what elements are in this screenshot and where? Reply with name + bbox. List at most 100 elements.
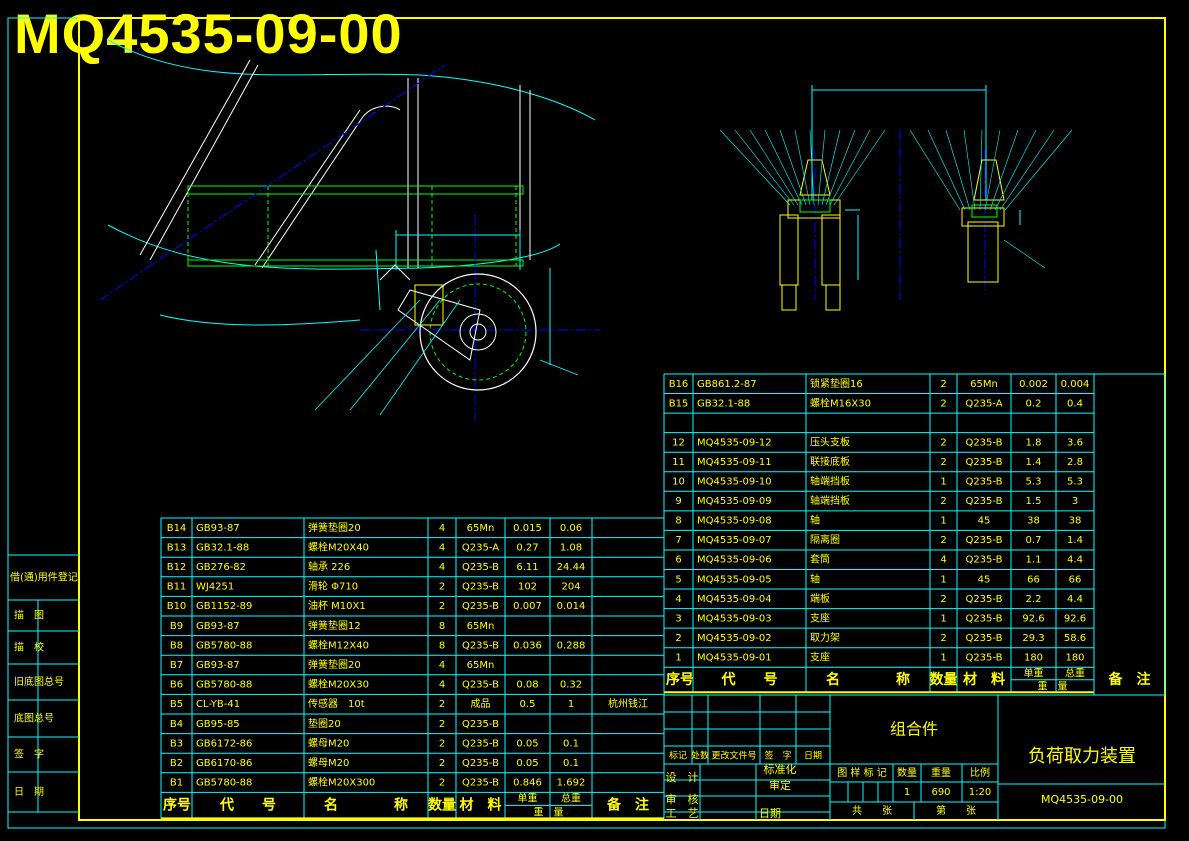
right-bom-cell-mat: Q235-B: [965, 535, 1002, 546]
left-bom-header-unit: 单重: [518, 791, 538, 804]
left-bom-cell-qty: 2: [439, 719, 445, 730]
right-bom-cell-code: MQ4535-09-07: [697, 535, 772, 546]
leader-line: [809, 129, 815, 206]
left-bom-cell-name: 弹簧垫圈20: [308, 521, 361, 534]
left-bom-header-code: 代 号: [219, 796, 276, 813]
side-panel-label-4: 底图总号: [14, 712, 54, 725]
left-bom-cell-name: 传感器 10t: [308, 697, 365, 710]
centerline: [99, 64, 446, 301]
side-panel-label-3: 旧底图总号: [14, 675, 64, 688]
left-bom-cell-no: B4: [170, 719, 183, 730]
right-bom-cell-qty: 2: [940, 535, 946, 546]
left-bom-cell-code: GB5780-88: [196, 680, 252, 691]
left-bom-cell-code: GB32.1-88: [196, 542, 249, 553]
leader-line: [963, 129, 976, 211]
right-bom-cell-total: 38: [1069, 516, 1082, 527]
right-bom-cell-no: 4: [675, 594, 681, 605]
left-bom-cell-no: B6: [170, 680, 183, 691]
left-bom-cell-unit: 0.007: [513, 601, 542, 612]
section-pulley-left: [779, 214, 799, 286]
leader-line: [539, 359, 579, 376]
leader-line: [817, 129, 826, 206]
title-block-process: 工 艺: [666, 807, 699, 820]
title-block-drawing-no: MQ4535-09-00: [1041, 793, 1123, 806]
left-bom-cell-mat: 65Mn: [467, 660, 495, 671]
section2-bearing: [971, 204, 998, 218]
left-bom-cell-total: 24.44: [557, 562, 586, 573]
leader-line: [379, 299, 461, 416]
frame-contour-lower: [159, 314, 361, 326]
right-bom-cell-no: 3: [675, 613, 681, 624]
left-bom-cell-no: B14: [167, 523, 187, 534]
right-bom-cell-total: 4.4: [1067, 555, 1083, 566]
right-bom-cell-no: 10: [672, 477, 685, 488]
right-bom-cell-qty: 2: [940, 633, 946, 644]
right-bom-cell-qty: 2: [940, 594, 946, 605]
right-bom-cell-unit: 38: [1027, 516, 1040, 527]
left-bom-cell-qty: 4: [439, 523, 445, 534]
right-bom-cell-qty: 2: [940, 437, 946, 448]
left-bom-cell-total: 1: [568, 699, 574, 710]
leader-line: [1004, 129, 1073, 211]
right-bom-cell-total: 4.4: [1067, 594, 1083, 605]
right-bom-cell-total: 0.4: [1067, 398, 1083, 409]
side-panel-label-2: 描 校: [14, 641, 44, 654]
left-bom-cell-no: B8: [170, 640, 183, 651]
right-bom-header-unit: 单重: [1024, 666, 1044, 679]
right-bom-cell-code: MQ4535-09-01: [697, 652, 772, 663]
right-bom-cell-no: 6: [675, 555, 681, 566]
pulley-outer: [419, 273, 537, 391]
left-bom-cell-mat: Q235-B: [462, 778, 499, 789]
right-bom-cell-total: 0.004: [1061, 379, 1090, 390]
left-bom-cell-total: 204: [561, 582, 580, 593]
left-bom-cell-qty: 8: [439, 640, 445, 651]
left-bom-cell-total: 0.32: [560, 680, 582, 691]
left-bom-cell-no: B5: [170, 699, 183, 710]
right-bom-cell-total: 5.3: [1067, 477, 1083, 488]
title-block-date: 日期: [759, 807, 781, 820]
right-bom-cell-code: MQ4535-09-05: [697, 574, 772, 585]
right-bom-header-weight: 重 量: [1038, 679, 1068, 692]
title-block-qty-label: 数量: [897, 766, 917, 779]
leader-line: [779, 129, 807, 206]
left-bom-cell-unit: 0.036: [513, 640, 542, 651]
sensor-block: [414, 284, 444, 326]
left-bom-cell-unit: 0.27: [516, 542, 538, 553]
left-bom-cell-name: 垫圈20: [308, 717, 341, 730]
section-bearing: [799, 199, 831, 213]
right-bom-cell-qty: 2: [940, 379, 946, 390]
right-bom-cell-total: 2.8: [1067, 457, 1083, 468]
right-bom-cell-no: 8: [675, 516, 681, 527]
right-bom-header-mat: 材 料: [963, 671, 1005, 688]
left-bom-cell-mat: Q235-B: [462, 719, 499, 730]
right-bom-cell-mat: Q235-B: [965, 496, 1002, 507]
right-bom-cell-qty: 1: [940, 574, 946, 585]
right-bom-cell-unit: 92.6: [1022, 613, 1044, 624]
right-bom-cell-unit: 2.2: [1026, 594, 1042, 605]
left-bom-cell-unit: 0.05: [516, 738, 538, 749]
right-bom-header-code: 代 号: [721, 671, 778, 688]
leader-line: [979, 129, 983, 211]
left-bom-cell-code: GB93-87: [196, 523, 240, 534]
right-bom-cell-mat: 45: [978, 574, 991, 585]
left-bom-cell-qty: 2: [439, 778, 445, 789]
right-bom-cell-unit: 1.8: [1026, 437, 1042, 448]
left-bom-cell-unit: 0.5: [520, 699, 536, 710]
right-bom-cell-code: GB861.2-87: [697, 379, 757, 390]
right-bom-cell-name: 螺栓M16X30: [810, 396, 871, 409]
left-bom-header-remark: 备 注: [606, 796, 649, 813]
pulley-bore: [469, 323, 487, 341]
section2-hub: [961, 207, 1005, 227]
left-bom-cell-qty: 2: [439, 738, 445, 749]
title-block-rev-label: 签 字: [764, 750, 791, 762]
frame-contour-top: [107, 39, 596, 121]
title-block-rev-label: 日期: [804, 751, 822, 762]
left-bom-cell-code: GB1152-89: [196, 601, 252, 612]
left-bom-cell-mat: Q235-B: [462, 680, 499, 691]
left-bom-cell-qty: 4: [439, 660, 445, 671]
left-bom-cell-no: B13: [167, 542, 187, 553]
left-bom-cell-no: B11: [167, 582, 187, 593]
right-bom-cell-total: 3.6: [1067, 437, 1083, 448]
right-bom-cell-name: 压头支板: [810, 435, 850, 448]
